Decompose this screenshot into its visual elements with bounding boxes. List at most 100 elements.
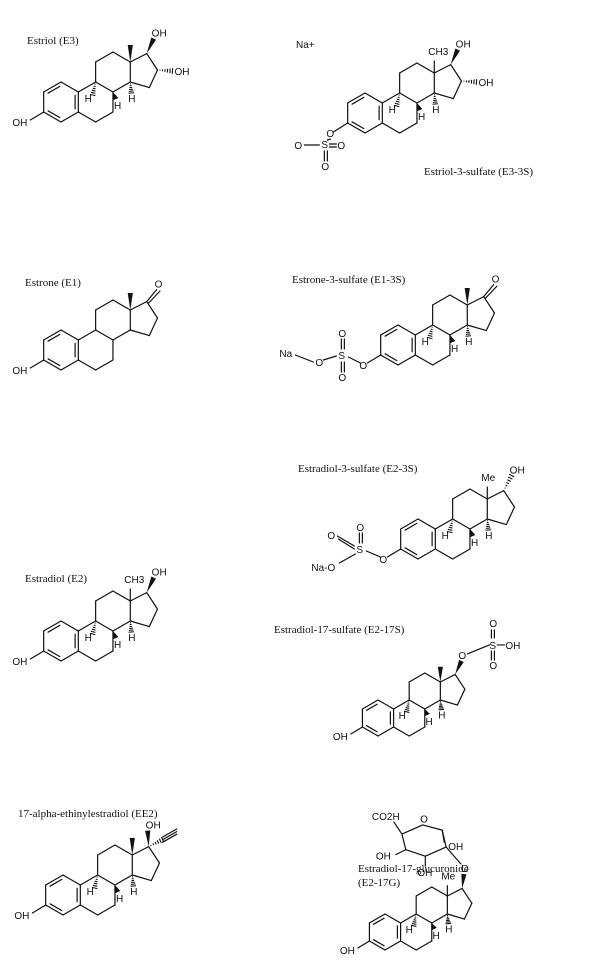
triple-bond <box>162 833 178 843</box>
wedge-bond <box>146 576 157 593</box>
bond <box>77 111 97 123</box>
h-9: H <box>85 633 92 644</box>
hydroxyl-17: OH <box>152 29 167 40</box>
bond <box>393 821 403 835</box>
hashed-bond <box>427 334 433 337</box>
bond <box>365 550 381 558</box>
double-bond-inner <box>49 903 63 912</box>
bond <box>469 518 488 530</box>
hashed-bond <box>154 841 157 845</box>
bond <box>131 845 150 856</box>
bond <box>326 138 331 141</box>
sulfur: S <box>489 641 496 652</box>
bond <box>112 299 131 311</box>
bond <box>146 301 159 319</box>
bond <box>29 650 45 660</box>
wedge-bond <box>129 838 135 855</box>
bond <box>146 52 159 71</box>
bond <box>414 324 434 336</box>
wedge-bond <box>112 631 119 640</box>
bond <box>384 940 402 951</box>
wedge-bond <box>416 103 423 112</box>
hashed-bond <box>91 886 98 890</box>
bond <box>112 620 131 632</box>
bond <box>392 726 410 737</box>
hashed-bond <box>91 628 96 631</box>
h-8: H <box>116 894 123 905</box>
bond <box>483 296 496 314</box>
double-bond-inner <box>404 522 418 531</box>
bond <box>62 874 81 886</box>
bond <box>347 92 366 104</box>
double-bond-inner <box>404 547 418 556</box>
bond <box>384 913 402 924</box>
double-bond-inner <box>365 725 378 733</box>
bond <box>29 359 45 369</box>
hashed-bond <box>92 87 96 90</box>
hashed-bond <box>158 838 162 844</box>
wedge-bond <box>437 666 443 682</box>
h-14: H <box>465 337 472 348</box>
bond <box>114 874 133 886</box>
hashed-bond <box>412 921 417 923</box>
hashed-bond <box>92 884 98 887</box>
h-9: H <box>85 94 92 105</box>
bond <box>368 940 386 951</box>
hydroxyl-17: OH <box>456 40 471 51</box>
ring-o: O <box>420 814 428 825</box>
bond <box>45 904 64 916</box>
hashed-bond <box>91 89 96 92</box>
bond <box>79 874 99 886</box>
o-17: O <box>458 651 466 662</box>
bond <box>79 904 99 916</box>
hydroxyl-3: OH <box>12 118 27 129</box>
bond <box>364 122 383 134</box>
na-o: Na-O <box>311 563 335 574</box>
wedge-bond <box>455 659 464 675</box>
hydroxyl-17: OH <box>510 466 525 477</box>
bond <box>112 81 131 93</box>
hashed-bond <box>90 91 96 94</box>
bond <box>77 650 97 662</box>
hashed-bond <box>465 335 472 337</box>
hashed-bond <box>156 840 160 844</box>
hydroxyl-3: OH <box>12 366 27 377</box>
h-14: H <box>485 531 492 542</box>
bond <box>357 940 371 949</box>
bond <box>415 940 433 951</box>
double-bond-inner <box>372 917 385 925</box>
bond <box>31 904 47 914</box>
double-bond-inner <box>365 703 378 711</box>
bond <box>486 518 507 526</box>
bond <box>95 590 114 602</box>
wedge-bond <box>114 885 121 894</box>
hashed-bond <box>447 528 453 531</box>
label-estradiol-17-glucuronide-line2: (E2-17G) <box>358 877 400 889</box>
bond <box>45 874 64 886</box>
bond <box>380 324 399 336</box>
bond <box>62 904 81 916</box>
bond <box>361 726 379 737</box>
double-bond-inner <box>47 358 61 367</box>
bond <box>336 535 355 547</box>
hashed-bond <box>394 102 400 105</box>
hashed-bond <box>413 919 417 921</box>
o-bottom: O <box>338 373 346 384</box>
h-8: H <box>425 717 432 728</box>
h-14: H <box>438 711 445 722</box>
bond <box>424 672 441 683</box>
h-8: H <box>471 538 478 549</box>
wedge-bond <box>145 830 151 847</box>
keto-o: O <box>155 280 163 291</box>
wedge-bond <box>464 288 470 305</box>
double-bond-inner <box>47 624 61 633</box>
bond <box>129 301 148 311</box>
hashed-bond <box>403 710 410 714</box>
bond <box>150 862 161 882</box>
sodium: Na <box>279 349 292 360</box>
bond <box>399 62 418 74</box>
